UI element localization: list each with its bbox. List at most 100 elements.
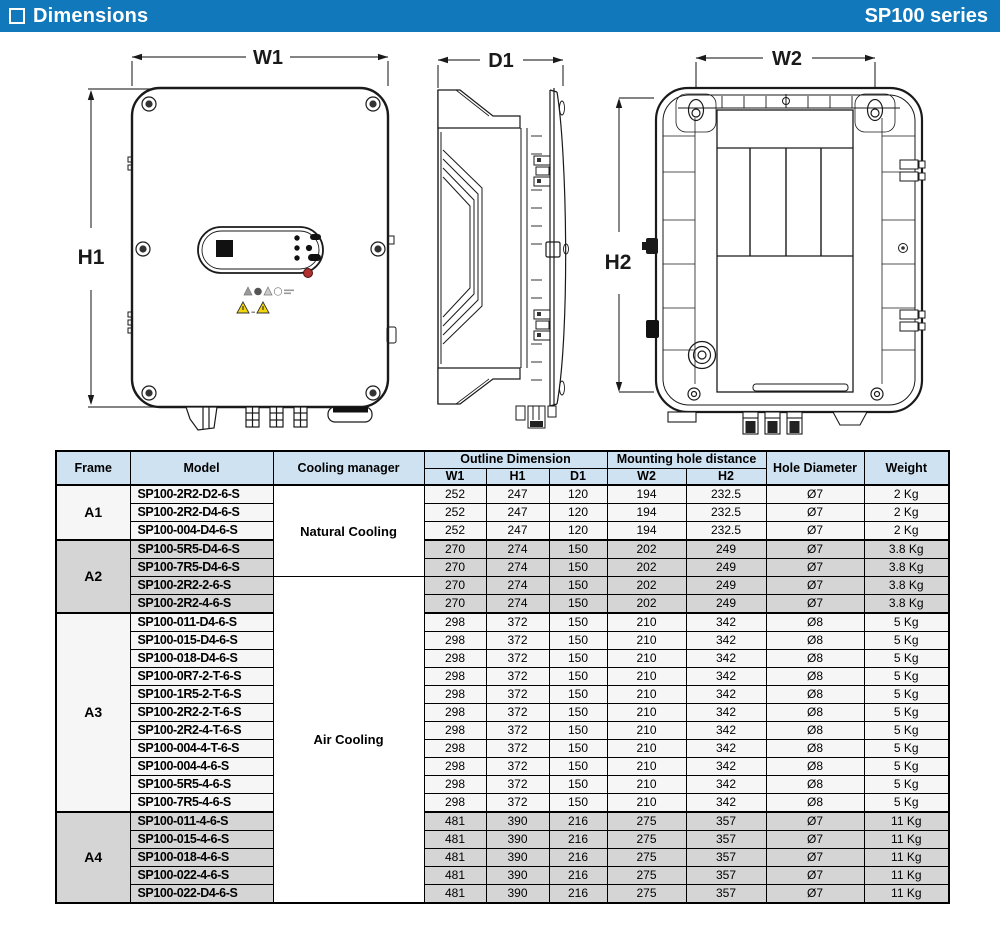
warning-icons [243, 286, 294, 296]
hole-diameter-cell: Ø7 [765, 576, 865, 595]
col-header-hole-diameter: Hole Diameter [765, 450, 865, 486]
w1-cell: 270 [423, 539, 487, 559]
weight-cell: 3.8 Kg [863, 558, 950, 577]
mounting-rail [520, 128, 528, 368]
h2-cell: 342 [685, 757, 767, 776]
h1-cell: 372 [485, 612, 550, 632]
model-cell: SP100-0R7-2-T-6-S [129, 667, 274, 686]
h2-cell: 357 [685, 830, 767, 849]
h2-cell: 342 [685, 703, 767, 722]
hole-diameter-cell: Ø7 [765, 848, 865, 867]
left-clip [642, 238, 659, 338]
w1-cell: 270 [423, 576, 487, 595]
w2-cell: 202 [606, 594, 687, 614]
cable-connector [293, 406, 308, 428]
d1-dimension [437, 56, 564, 88]
top-bracket [437, 89, 521, 129]
d1-cell: 150 [548, 793, 608, 813]
hole-diameter-cell: Ø7 [765, 503, 865, 522]
w1-cell: 298 [423, 793, 487, 813]
w1-cell: 481 [423, 884, 487, 904]
h1-cell: 274 [485, 576, 550, 595]
w1-cell: 481 [423, 848, 487, 867]
h2-cell: 232.5 [685, 503, 767, 522]
d1-cell: 150 [548, 757, 608, 776]
w1-cell: 481 [423, 830, 487, 849]
w1-cell: 298 [423, 631, 487, 650]
h2-cell: 342 [685, 739, 767, 758]
w2-cell: 275 [606, 811, 687, 831]
frame-cell: A2 [55, 539, 131, 614]
model-cell: SP100-015-D4-6-S [129, 631, 274, 650]
hole-diameter-cell: Ø7 [765, 830, 865, 849]
w1-cell: 298 [423, 757, 487, 776]
side-port [545, 241, 561, 258]
w2-cell: 202 [606, 558, 687, 577]
hole-diameter-cell: Ø7 [765, 539, 865, 559]
h1-cell: 247 [485, 521, 550, 541]
w2-cell: 275 [606, 866, 687, 885]
w2-cell: 210 [606, 703, 687, 722]
w1-cell: 298 [423, 612, 487, 632]
cable-gland [687, 340, 717, 370]
hole-diameter-cell: Ø7 [765, 884, 865, 904]
inner-panel [716, 109, 854, 393]
cable-connector [742, 411, 759, 435]
h1-cell: 274 [485, 558, 550, 577]
frame-cell: A4 [55, 811, 131, 904]
model-cell: SP100-004-D4-6-S [129, 521, 274, 541]
hole-diameter-cell: Ø8 [765, 612, 865, 632]
w1-cell: 252 [423, 521, 487, 541]
w1-cell: 481 [423, 811, 487, 831]
weight-cell: 3.8 Kg [863, 576, 950, 595]
hole-diameter-cell: Ø8 [765, 793, 865, 813]
w1-cell: 481 [423, 866, 487, 885]
weight-cell: 11 Kg [863, 866, 950, 885]
hole-diameter-cell: Ø7 [765, 866, 865, 885]
model-cell: SP100-004-4-T-6-S [129, 739, 274, 758]
model-cell: SP100-022-4-6-S [129, 866, 274, 885]
h1-label: H1 [78, 246, 105, 269]
hole-diameter-cell: Ø7 [765, 594, 865, 614]
w2-cell: 210 [606, 631, 687, 650]
h2-cell: 249 [685, 558, 767, 577]
d1-cell: 150 [548, 539, 608, 559]
d1-cell: 150 [548, 775, 608, 794]
w1-label: W1 [253, 47, 283, 69]
hole-diameter-cell: Ø7 [765, 484, 865, 504]
col-header-d1: D1 [548, 467, 608, 486]
d1-cell: 150 [548, 594, 608, 614]
w1-cell: 298 [423, 685, 487, 704]
h1-cell: 274 [485, 594, 550, 614]
d1-cell: 216 [548, 830, 608, 849]
w1-cell: 298 [423, 649, 487, 668]
d1-cell: 150 [548, 576, 608, 595]
weight-cell: 3.8 Kg [863, 594, 950, 614]
h1-cell: 390 [485, 884, 550, 904]
d1-cell: 150 [548, 667, 608, 686]
cooling-cell: Natural Cooling [272, 484, 425, 577]
h1-cell: 274 [485, 539, 550, 559]
h1-cell: 390 [485, 830, 550, 849]
side-ladders [663, 118, 915, 384]
top-rail [678, 96, 900, 109]
h2-cell: 342 [685, 721, 767, 740]
model-cell: SP100-011-4-6-S [129, 811, 274, 831]
d1-cell: 150 [548, 649, 608, 668]
hole-diameter-cell: Ø7 [765, 558, 865, 577]
w2-cell: 275 [606, 884, 687, 904]
h1-cell: 372 [485, 685, 550, 704]
rail-clamp [533, 309, 551, 341]
control-panel [197, 226, 324, 278]
col-header-mounting-group: Mounting hole distance [606, 450, 767, 469]
weight-cell: 5 Kg [863, 757, 950, 776]
